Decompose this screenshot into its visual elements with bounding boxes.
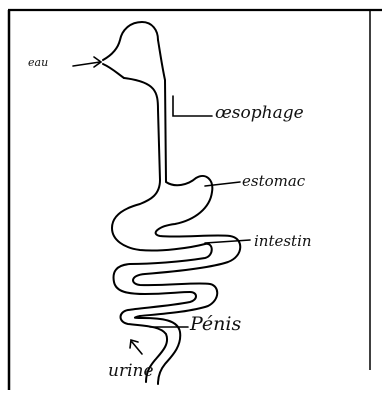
label-intestin: intestin	[254, 232, 312, 250]
label-urine: urine	[108, 361, 154, 381]
mouth-lower-curve	[103, 64, 124, 78]
oesophage-pointer	[173, 96, 212, 116]
estomac-pointer	[205, 182, 240, 186]
intestin-pointer	[205, 240, 250, 243]
urine-arrow-line	[132, 342, 142, 354]
pointers	[73, 57, 250, 354]
label-oesophage: œsophage	[215, 103, 304, 123]
label-estomac: estomac	[242, 172, 306, 190]
label-eau: eau	[28, 56, 48, 69]
mouth-upper-curve	[103, 22, 158, 60]
label-penis: Pénis	[189, 313, 241, 335]
tube-left-wall	[112, 78, 212, 382]
